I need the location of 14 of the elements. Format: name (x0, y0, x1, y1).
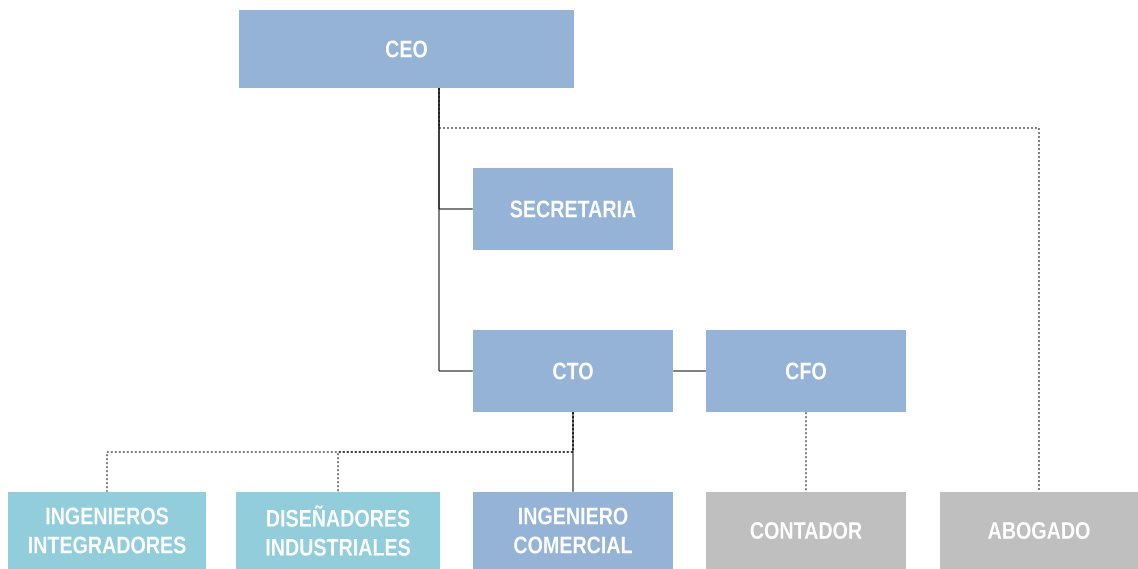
org-box: ABOGADO (940, 492, 1138, 569)
org-box: CEO (239, 10, 574, 88)
connector-line (438, 87, 1040, 493)
org-box: CTO (473, 330, 673, 412)
connector-line (805, 411, 807, 493)
org-box: SECRETARIA (473, 168, 673, 250)
org-box: INGENIERO COMERCIAL (473, 492, 673, 569)
connector-line (438, 87, 474, 372)
org-box: CFO (706, 330, 906, 412)
connector-line (672, 370, 707, 372)
org-box: CONTADOR (706, 492, 906, 569)
connector-line (572, 411, 574, 493)
org-box: DISEÑADORES INDUSTRIALES (236, 492, 440, 569)
org-box: INGENIEROS INTEGRADORES (8, 492, 206, 569)
